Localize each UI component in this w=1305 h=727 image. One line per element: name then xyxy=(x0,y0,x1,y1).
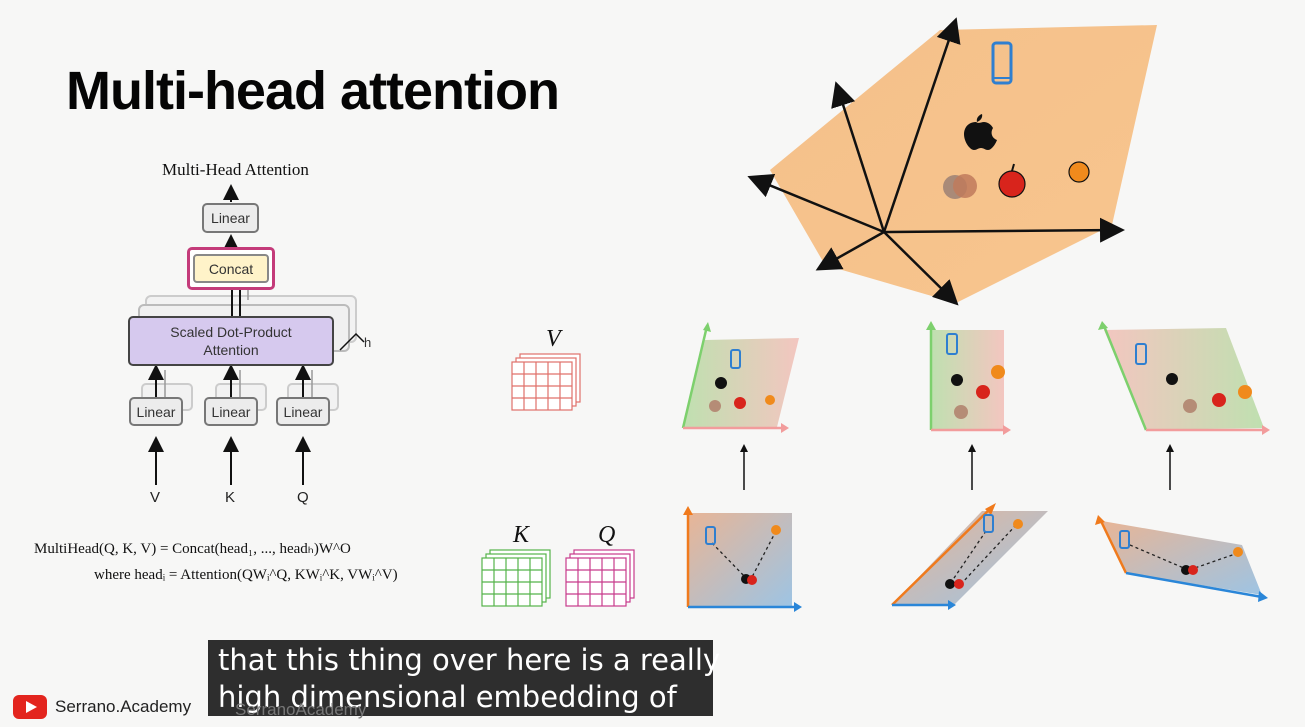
concat-box: Concat xyxy=(187,247,275,290)
brand-name: Serrano.Academy xyxy=(55,697,192,716)
video-caption: that this thing over here is a really hi… xyxy=(208,640,721,716)
key-query-embedding-1 xyxy=(683,506,802,612)
linear-input-box-k: Linear xyxy=(204,397,258,426)
embedding-axis xyxy=(831,81,886,233)
embedding-axis xyxy=(883,231,959,306)
orange-fruit-icon xyxy=(771,525,781,535)
matrix-k xyxy=(481,549,551,607)
apple-logo-icon xyxy=(715,377,727,389)
apple-fruit-icon xyxy=(1188,565,1198,575)
embedding-axis xyxy=(815,230,885,271)
orange-fruit-icon xyxy=(765,395,775,405)
input-label-q: Q xyxy=(297,489,309,506)
key-query-embedding-3 xyxy=(1095,515,1268,602)
apple-fruit-icon xyxy=(709,400,721,412)
apple-fruit-icon xyxy=(1183,399,1197,413)
matrix-q xyxy=(565,549,635,607)
head-embedding-1 xyxy=(681,322,799,433)
matrix-q-label: Q xyxy=(598,522,616,548)
linear-output-box: Linear xyxy=(202,203,259,233)
attention-line1: Scaled Dot-Product xyxy=(170,324,292,340)
apple-logo-icon xyxy=(1166,373,1178,385)
orange-fruit-icon xyxy=(1013,519,1023,529)
phone-icon xyxy=(991,41,1013,85)
brand: Serrano.Academy xyxy=(13,695,191,719)
apple-fruit-icon xyxy=(734,397,746,409)
phone-icon xyxy=(1135,343,1147,365)
h-bracket xyxy=(339,332,365,351)
phone-icon xyxy=(730,349,741,369)
apple-fruit-icon xyxy=(954,579,964,589)
apple-logo-icon xyxy=(1181,565,1191,575)
embedding-axis xyxy=(882,17,961,233)
apple-fruit-icon xyxy=(954,405,968,419)
phone-icon xyxy=(946,333,958,355)
high-dim-embedding xyxy=(747,17,1157,306)
phone-icon xyxy=(705,526,716,545)
matrix-v-label: V xyxy=(546,326,561,352)
embedding-axis xyxy=(747,174,885,234)
embedding-axis xyxy=(883,217,1125,243)
orange-fruit-icon xyxy=(1233,547,1243,557)
apple-logo-icon xyxy=(945,579,955,589)
head-embedding-3 xyxy=(1098,321,1270,435)
scaled-dot-product-attention-box: Scaled Dot-Product Attention xyxy=(128,316,334,366)
diagram-heading: Multi-Head Attention xyxy=(162,160,309,179)
orange-fruit-icon xyxy=(1068,161,1090,183)
orange-fruit-icon xyxy=(1238,385,1252,399)
apple-fruit-icon xyxy=(998,170,1026,198)
slide-title: Multi-head attention xyxy=(66,61,560,121)
apple-fruit-icon xyxy=(953,174,977,198)
formula-line2: where headᵢ = Attention(QWᵢ^Q, KWᵢ^K, VW… xyxy=(94,567,398,583)
formula-line1: MultiHead(Q, K, V) = Concat(head₁, ..., … xyxy=(34,541,351,557)
input-label-k: K xyxy=(225,489,236,506)
linear-input-box-v: Linear xyxy=(129,397,183,426)
orange-fruit-icon xyxy=(991,365,1005,379)
attention-line2: Attention xyxy=(203,342,259,358)
apple-logo-icon xyxy=(951,374,963,386)
linear-input-box-q: Linear xyxy=(276,397,330,426)
apple-fruit-icon xyxy=(747,575,757,585)
youtube-icon xyxy=(13,695,47,719)
h-label: h xyxy=(364,335,372,350)
caption-line2: high dimensional embedding of xyxy=(218,680,677,714)
head-embedding-2 xyxy=(926,321,1011,435)
matrix-v xyxy=(511,353,581,411)
concat-inner: Concat xyxy=(193,254,269,283)
phone-icon xyxy=(983,514,994,533)
apple-logo-icon xyxy=(964,114,997,150)
row-connectors xyxy=(740,444,1174,490)
apple-fruit-icon xyxy=(1212,393,1226,407)
phone-icon xyxy=(1119,530,1130,549)
matrix-k-label: K xyxy=(513,522,530,548)
caption-line1: that this thing over here is a really xyxy=(218,643,721,677)
brand-secondary: SerranoAcademy xyxy=(235,700,367,719)
input-label-v: V xyxy=(150,489,161,506)
key-query-embedding-2 xyxy=(891,503,1048,610)
apple-fruit-icon xyxy=(976,385,990,399)
